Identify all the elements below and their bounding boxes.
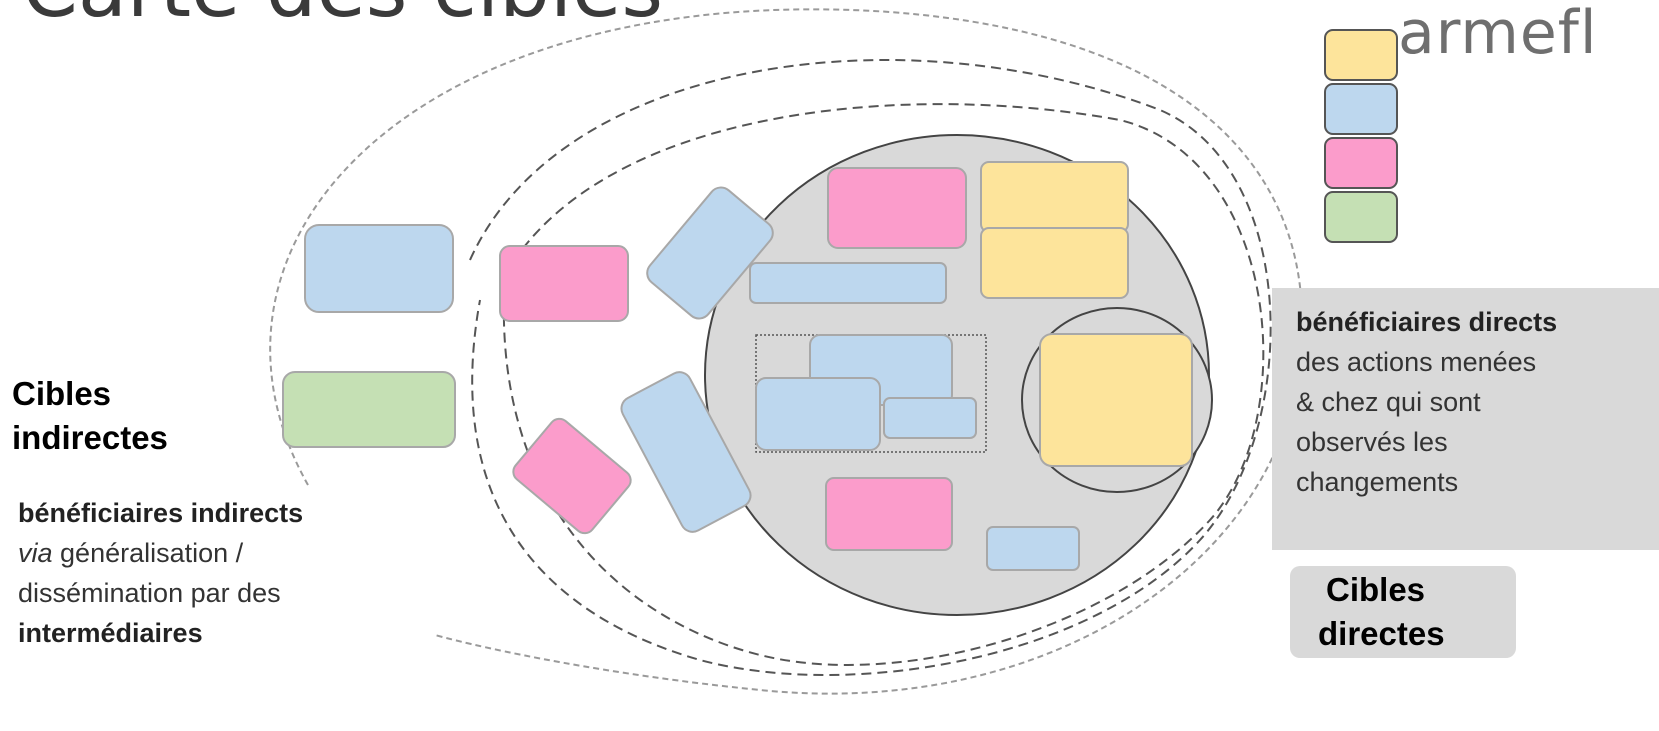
outer-ring-indirect (269, 8, 1304, 695)
direct-desc-line3: & chez qui sont (1296, 387, 1481, 417)
legend-swatch-yellow (1324, 29, 1398, 81)
indirect-desc-via: via (18, 538, 53, 568)
direct-description-panel (1272, 288, 1659, 550)
indirect-desc-line4: intermédiaires (18, 618, 203, 648)
subgroup-dotted-frame (755, 334, 987, 453)
block-blue (883, 397, 977, 439)
indirect-targets-description: bénéficiaires indirects via généralisati… (18, 493, 303, 653)
block-blue-rotated (646, 186, 774, 320)
legend-swatch-blue (1324, 83, 1398, 135)
block-yellow (980, 227, 1129, 299)
block-green (282, 371, 456, 448)
indirect-desc-line3: dissémination par des (18, 578, 281, 608)
block-pink (499, 245, 629, 322)
block-blue-rotated (620, 371, 752, 533)
middle-ring (469, 59, 1272, 676)
direct-targets-description: bénéficiaires directs des actions menées… (1296, 302, 1557, 502)
block-blue (749, 262, 947, 304)
direct-desc-line4: observés les (1296, 427, 1448, 457)
brand-logo: armefl (1398, 0, 1598, 68)
legend-swatch-pink (1324, 137, 1398, 189)
block-pink (825, 477, 953, 551)
block-blue (755, 377, 881, 451)
indirect-desc-line2: généralisation / (60, 538, 244, 568)
indirect-desc-bold: bénéficiaires indirects (18, 498, 304, 528)
block-blue (986, 526, 1080, 571)
direct-desc-bold: bénéficiaires directs (1296, 307, 1558, 337)
block-pink-rotated (512, 417, 632, 535)
direct-desc-line5: changements (1296, 467, 1459, 497)
indirect-targets-heading: Cibles indirectes (12, 372, 168, 460)
direct-desc-line2: des actions menées (1296, 347, 1537, 377)
slide-title: Carte des cibles (22, 0, 663, 35)
direct-targets-heading: Cibles directes (1290, 566, 1516, 658)
block-yellow (1039, 333, 1193, 467)
inner-ring (502, 103, 1265, 666)
direct-heading-line2: directes (1318, 615, 1445, 652)
legend-swatch-green (1324, 191, 1398, 243)
block-yellow (980, 161, 1129, 233)
indirect-heading-line1: Cibles (12, 375, 112, 412)
direct-heading-line1: Cibles (1326, 571, 1426, 608)
block-pink (827, 167, 967, 249)
indirect-heading-line2: indirectes (12, 419, 168, 456)
block-blue (304, 224, 454, 313)
